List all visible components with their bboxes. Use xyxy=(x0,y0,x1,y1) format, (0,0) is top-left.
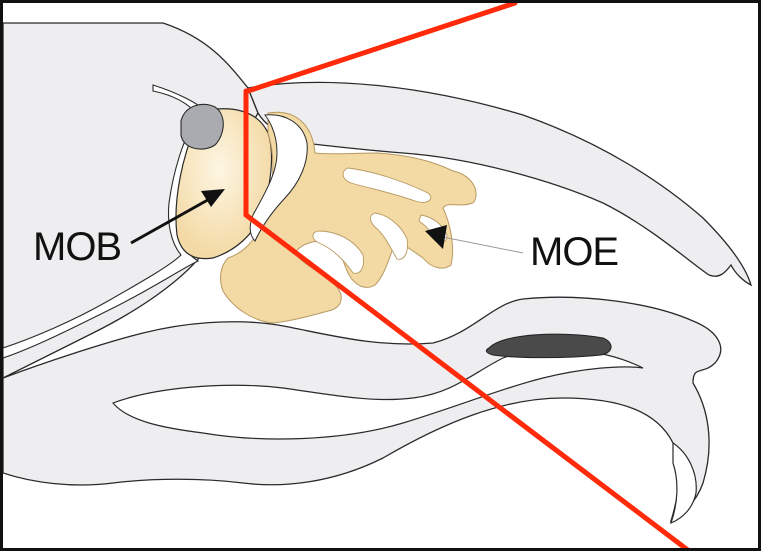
moe-pointer-line xyxy=(443,237,523,253)
section-cut-line xyxy=(248,3,515,91)
mob-label: MOB xyxy=(33,227,121,267)
skull-section-drawing xyxy=(3,3,761,551)
moe-label: MOE xyxy=(530,232,618,272)
small-gray-structure xyxy=(181,104,223,149)
